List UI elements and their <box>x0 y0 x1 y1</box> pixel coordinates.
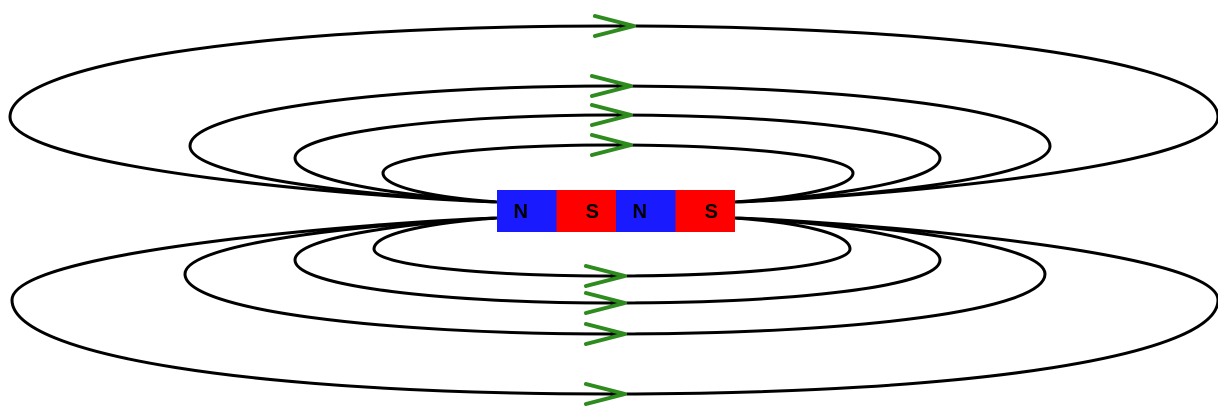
magnet-segment-south: S <box>675 190 735 232</box>
magnet-segment-north: N <box>497 190 557 232</box>
north-pole-block <box>497 190 557 232</box>
south-pole-block <box>675 190 735 232</box>
arrow-icon <box>584 382 627 406</box>
arrow-icon <box>584 291 627 315</box>
pole-label: S <box>586 201 599 223</box>
pole-label: S <box>705 201 718 223</box>
field-line-upper-3 <box>293 113 942 204</box>
lower-field-lines <box>10 216 1218 396</box>
field-line-upper-2 <box>188 84 1052 204</box>
field-line-lower-2 <box>293 216 942 305</box>
field-line-upper-4 <box>381 143 855 204</box>
field-line-upper-1 <box>8 24 1218 204</box>
arrow-icon <box>584 264 627 288</box>
pole-label: N <box>514 201 528 223</box>
magnet-segment-north: N <box>616 190 676 232</box>
field-line-lower-4 <box>10 216 1218 396</box>
pole-label: N <box>633 201 647 223</box>
arrow-icon <box>593 14 636 38</box>
upper-field-lines <box>8 24 1218 204</box>
arrow-icon <box>590 74 633 98</box>
arrow-icon <box>590 133 633 157</box>
arrow-icon <box>584 322 627 346</box>
south-pole-block <box>556 190 616 232</box>
field-direction-arrows <box>584 14 636 406</box>
field-line-lower-1 <box>372 216 852 278</box>
arrow-icon <box>590 103 633 127</box>
field-line-lower-3 <box>183 216 1047 336</box>
north-pole-block <box>616 190 676 232</box>
magnet-segment-south: S <box>556 190 616 232</box>
